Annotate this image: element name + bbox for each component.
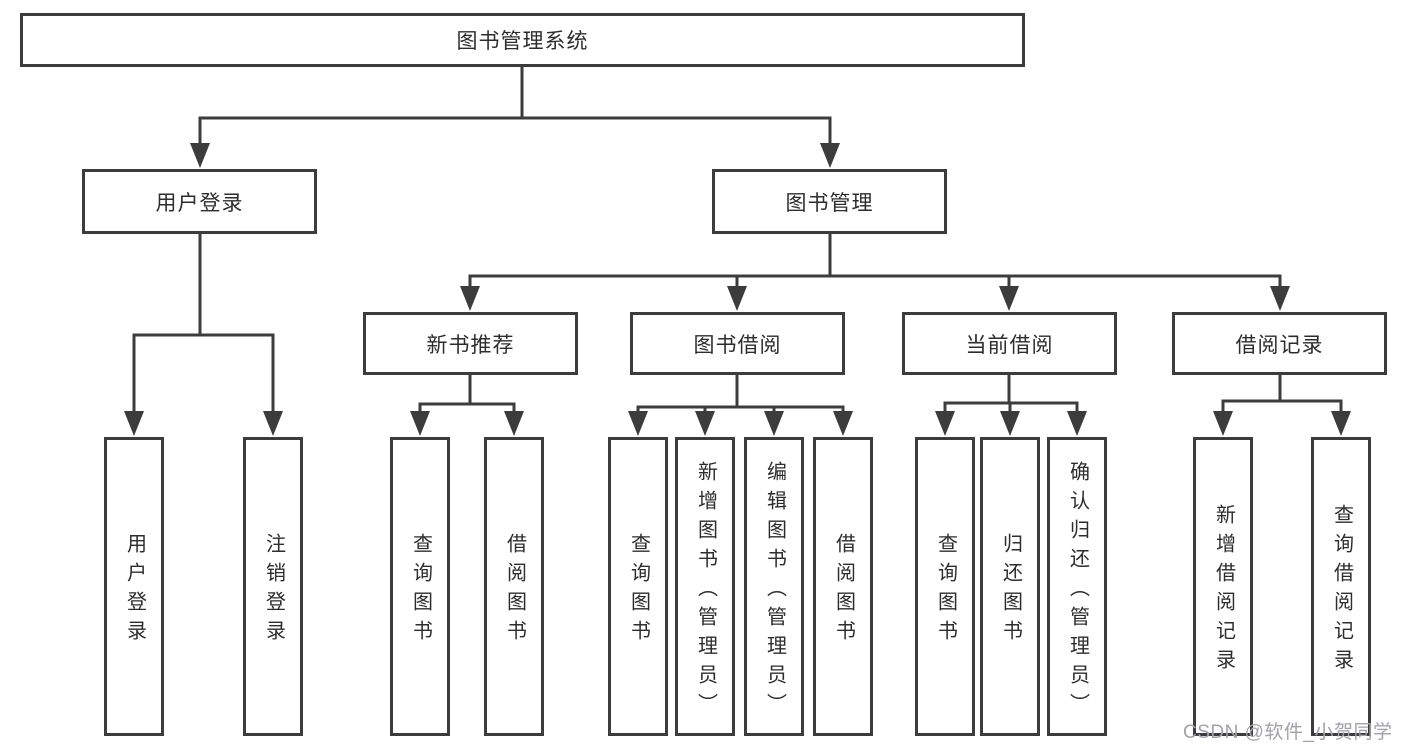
leaf-newbook-query-label: 查询图书 [409, 533, 432, 649]
leaf-borrow-edit: 编辑图书（管理员） [744, 437, 804, 736]
leaf-records-add: 新增借阅记录 [1193, 437, 1253, 736]
leaf-current-query-label: 查询图书 [934, 533, 957, 649]
node-book-management: 图书管理 [712, 169, 947, 234]
node-new-book-recommend-label: 新书推荐 [426, 333, 515, 357]
leaf-records-query-label: 查询借阅记录 [1330, 504, 1353, 678]
node-borrow-records: 借阅记录 [1172, 312, 1387, 375]
leaf-newbook-query: 查询图书 [390, 437, 450, 736]
node-book-borrow-label: 图书借阅 [693, 333, 782, 357]
node-user-login: 用户登录 [82, 169, 317, 234]
node-root: 图书管理系统 [20, 13, 1025, 67]
leaf-current-query: 查询图书 [915, 437, 975, 736]
node-current-borrow-label: 当前借阅 [965, 333, 1054, 357]
leaf-records-query: 查询借阅记录 [1311, 437, 1371, 736]
node-root-label: 图书管理系统 [456, 30, 589, 53]
leaf-current-confirm-label: 确认归还（管理员） [1066, 460, 1089, 722]
watermark: CSDN @软件_小贺同学 [1183, 722, 1393, 743]
leaf-borrow-borrow: 借阅图书 [813, 437, 873, 736]
node-borrow-records-label: 借阅记录 [1235, 333, 1324, 357]
leaf-user-login-label: 用户登录 [123, 533, 146, 649]
leaf-newbook-borrow: 借阅图书 [484, 437, 544, 736]
leaf-borrow-edit-label: 编辑图书（管理员） [763, 460, 786, 722]
leaf-current-return: 归还图书 [980, 437, 1040, 736]
node-user-login-label: 用户登录 [155, 191, 244, 215]
leaf-current-confirm: 确认归还（管理员） [1047, 437, 1107, 736]
leaf-user-login: 用户登录 [104, 437, 164, 736]
node-book-borrow: 图书借阅 [630, 312, 845, 375]
leaf-borrow-query-label: 查询图书 [627, 533, 650, 649]
leaf-borrow-borrow-label: 借阅图书 [832, 533, 855, 649]
node-book-management-label: 图书管理 [785, 191, 874, 215]
leaf-borrow-query: 查询图书 [608, 437, 668, 736]
leaf-logout: 注销登录 [243, 437, 303, 736]
leaf-newbook-borrow-label: 借阅图书 [503, 533, 526, 649]
leaf-current-return-label: 归还图书 [999, 533, 1022, 649]
leaf-logout-label: 注销登录 [262, 533, 285, 649]
node-new-book-recommend: 新书推荐 [363, 312, 578, 375]
node-current-borrow: 当前借阅 [902, 312, 1117, 375]
leaf-borrow-add: 新增图书（管理员） [675, 437, 735, 736]
leaf-records-add-label: 新增借阅记录 [1212, 504, 1235, 678]
leaf-borrow-add-label: 新增图书（管理员） [694, 460, 717, 722]
